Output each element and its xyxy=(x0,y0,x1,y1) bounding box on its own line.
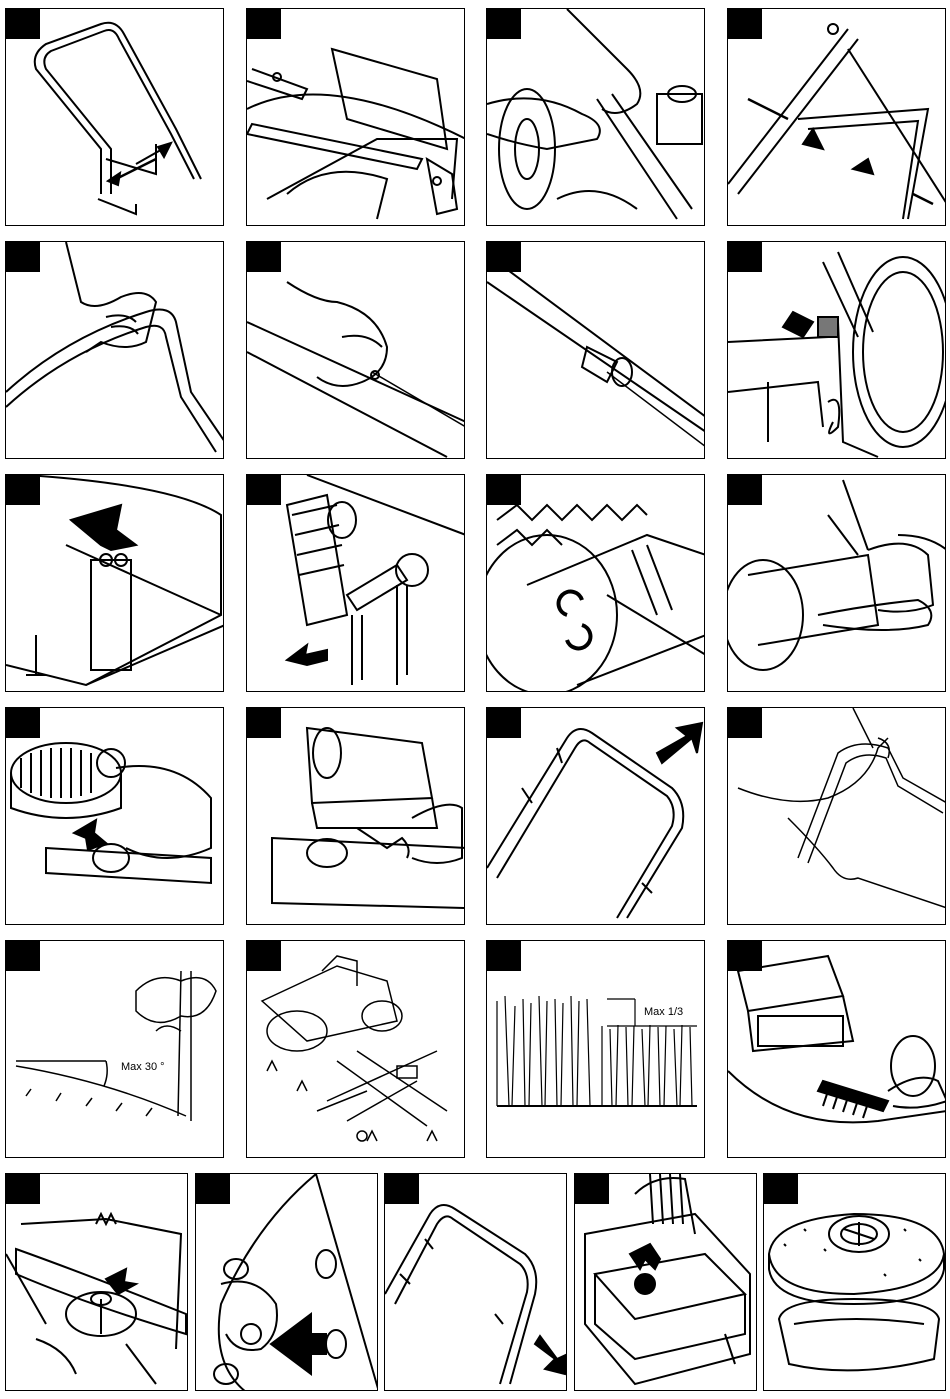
lever-icon xyxy=(487,9,705,226)
panel-grass-bag xyxy=(727,474,946,692)
panel-wheel-lever-arrow xyxy=(727,241,946,459)
blade-icon xyxy=(6,1174,188,1391)
grass-icon xyxy=(487,941,705,1158)
panel-handle-bolt-mount xyxy=(246,8,465,226)
arrow-icon xyxy=(487,708,705,925)
filter-icon xyxy=(764,1174,946,1391)
panel-handle-assembly xyxy=(5,8,224,226)
hand-icon xyxy=(247,242,465,459)
spark-plug-icon xyxy=(247,475,465,692)
primer-icon xyxy=(6,708,224,925)
panel-air-filter-element xyxy=(763,1173,946,1391)
cut-max-label: Max 1/3 xyxy=(644,1006,683,1018)
panel-brush-cleaning xyxy=(727,940,946,1158)
arrow-icon xyxy=(385,1174,567,1391)
panel-handle-lever-fit xyxy=(486,8,705,226)
panel-grass-height: Max 1/3 xyxy=(486,940,705,1158)
arrow-icon xyxy=(196,1174,378,1391)
panel-blade-nut xyxy=(5,1173,188,1391)
panel-start-pull xyxy=(727,707,946,925)
arrow-icon xyxy=(728,242,946,459)
rotate-icon xyxy=(487,475,705,692)
brush-icon xyxy=(728,941,946,1158)
panel-hand-on-handle xyxy=(5,241,224,459)
mower-icon xyxy=(247,941,465,1158)
panel-oil-dipstick-arrow xyxy=(5,474,224,692)
panel-fuel-cap xyxy=(246,707,465,925)
panel-spark-plug xyxy=(246,474,465,692)
panel-height-adjust xyxy=(486,474,705,692)
fuel-icon xyxy=(247,708,465,925)
arrow-icon xyxy=(6,475,224,692)
slope-max-label: Max 30 ° xyxy=(121,1061,165,1073)
panel-primer-button xyxy=(5,707,224,925)
panel-handle-bar-arrow xyxy=(486,707,705,925)
panel-oil-drain xyxy=(195,1173,378,1391)
panel-handle-bar-arrow-2 xyxy=(384,1173,567,1391)
panel-cable-clip xyxy=(486,241,705,459)
hand-icon xyxy=(6,242,224,459)
panel-handle-screws xyxy=(727,8,946,226)
screw-icon xyxy=(728,9,946,226)
panel-obstacles-lawn xyxy=(246,940,465,1158)
clip-icon xyxy=(487,242,705,459)
tree-icon xyxy=(6,941,224,1158)
handle-icon xyxy=(6,9,224,226)
panel-air-filter-cover xyxy=(574,1173,757,1391)
hand-icon xyxy=(728,708,946,925)
bolt-icon xyxy=(247,9,465,226)
panel-cable-clip-hand xyxy=(246,241,465,459)
bag-icon xyxy=(728,475,946,692)
filter-icon xyxy=(575,1174,757,1391)
panel-slope-limit: Max 30 ° xyxy=(5,940,224,1158)
